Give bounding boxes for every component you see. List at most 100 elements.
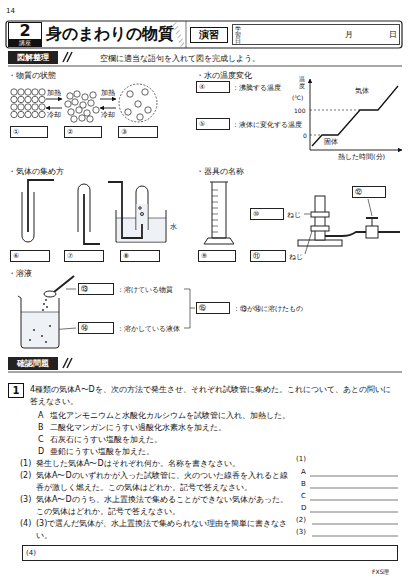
answer-blank: ⑮ <box>196 302 230 314</box>
node-text: 図解整理 <box>17 53 49 63</box>
liquid-particles <box>90 92 96 98</box>
answer-blank: ⑨ <box>198 250 236 262</box>
answer-label: (3) <box>296 527 306 537</box>
gas-particles <box>142 89 148 95</box>
item-text: 石灰石にうすい塩酸を加えた。 <box>50 434 162 446</box>
beaker <box>54 276 74 292</box>
liquid-particles <box>84 110 90 116</box>
gas-particles <box>119 84 157 122</box>
state-arrow <box>100 99 116 100</box>
beaker <box>29 299 51 343</box>
answer-blank: ④ <box>196 81 230 93</box>
gas-collection-apparatus <box>136 186 148 230</box>
tick-label: 0 <box>303 131 307 140</box>
gas-particles <box>125 109 131 115</box>
page-title: 身のまわりの物質 <box>46 23 174 45</box>
gas-particles <box>119 84 157 122</box>
temperature-graph <box>310 79 402 150</box>
section-tag: 確認問題 <box>8 357 58 370</box>
item-letter: B <box>38 422 44 434</box>
answer-blank: ⑪ <box>250 250 286 262</box>
beaker <box>42 309 44 311</box>
sub-question-text: (3)で選んだ気体が、水上置換法で集められない理由を簡単に書きなさい。 <box>36 518 288 542</box>
gas-burner <box>378 231 400 233</box>
leader-line <box>304 214 310 215</box>
unit-number-box: 2講座 <box>8 22 42 47</box>
tick-label: 100 <box>294 106 305 115</box>
answer-line <box>310 488 398 489</box>
answer-blank: ⑤ <box>196 118 230 130</box>
answer-line <box>310 476 398 536</box>
liquid-particles <box>68 109 74 115</box>
graduated-cylinder <box>212 190 218 191</box>
blank-description: ：⑬が⑭に溶けたもの <box>233 304 303 314</box>
sub-question-number: (2) <box>20 470 31 482</box>
graph-label: 気体 <box>355 86 369 96</box>
temperature-graph <box>310 79 311 150</box>
solid-particles <box>11 96 17 102</box>
solid-particles <box>32 111 38 117</box>
liquid-particles <box>74 91 80 97</box>
gas-collection-apparatus <box>28 180 54 232</box>
part-name: ねじ <box>289 252 303 262</box>
node-text: ④ <box>199 83 205 92</box>
answer-label: D <box>301 503 306 513</box>
node-text: ⑭ <box>81 324 88 333</box>
subsection-heading: ・器具の名称 <box>196 166 244 178</box>
node-text: ③ <box>121 128 127 137</box>
blank-description: ：沸騰する温度 <box>232 83 281 93</box>
leader-line <box>305 231 312 254</box>
graduated-cylinder <box>212 196 218 197</box>
answer-blank: ⑩ <box>250 208 284 220</box>
subsection-heading: ・物質の状態 <box>8 70 56 82</box>
node-text: 月 <box>345 30 353 40</box>
node-text: ⑪ <box>253 252 260 261</box>
page-number: 14 <box>6 6 15 16</box>
liquid-particles <box>88 100 94 106</box>
subsection-heading: ・溶液 <box>8 268 32 280</box>
graduated-cylinder <box>212 220 218 221</box>
gas-burner <box>325 232 366 236</box>
state-arrow <box>100 108 116 109</box>
item-text: 塩化アンモニウムと水酸化カルシウムを試験管に入れ、加熱した。 <box>50 410 290 422</box>
solid-particles <box>39 89 45 95</box>
sub-question-number: (1) <box>20 458 31 470</box>
gas-particles <box>137 114 143 120</box>
node-text: 2 <box>19 23 30 39</box>
gas-particles <box>127 91 133 97</box>
gas-collection-apparatus <box>141 213 144 216</box>
beaker <box>18 296 59 348</box>
arrow-label: 加熱 <box>47 88 61 98</box>
instruction: 空欄に適当な語句を入れて図を完成しよう。 <box>100 53 260 64</box>
axis-label: (℃) <box>292 93 303 102</box>
gas-burner <box>366 217 378 219</box>
answer-label: C <box>301 491 306 501</box>
graduated-cylinder <box>204 182 234 244</box>
liquid-particles <box>72 99 78 105</box>
gas-burner <box>311 212 329 217</box>
answer-line <box>310 512 398 513</box>
answer-blank: ⑫ <box>352 186 386 198</box>
beaker <box>49 325 51 327</box>
blank-description: ：溶けている物質 <box>117 285 173 295</box>
arrow-label: 冷却 <box>101 110 115 120</box>
node-text: (4) <box>26 548 36 558</box>
solid-particles <box>11 104 17 110</box>
answer-label: (2) <box>296 515 306 525</box>
section-rule <box>8 52 402 372</box>
gas-particles <box>135 101 141 107</box>
liquid-particles <box>79 115 85 121</box>
graph-label: 固体 <box>324 137 338 147</box>
graduated-cylinder <box>212 190 218 232</box>
beaker <box>18 276 74 348</box>
item-letter: C <box>38 434 44 446</box>
graduated-cylinder <box>204 238 234 244</box>
leader-line <box>184 289 195 328</box>
gas-burner <box>298 240 342 246</box>
node-text: ⑫ <box>355 188 362 197</box>
solid-particles <box>32 104 38 110</box>
gas-burner <box>372 218 373 226</box>
node-text: ⑦ <box>67 252 73 261</box>
node-text: 講座 <box>9 39 41 47</box>
